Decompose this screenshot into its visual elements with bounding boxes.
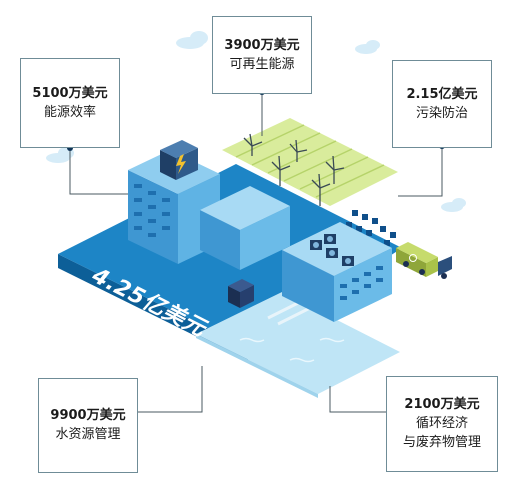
office-building-side <box>128 170 178 264</box>
callout-label: 可再生能源 <box>229 56 295 72</box>
wind-turbine-icon <box>289 139 308 162</box>
wind-turbine-icon <box>243 133 263 156</box>
cloud-icon <box>441 198 466 212</box>
pipes <box>267 300 311 326</box>
storage-cube-side <box>240 285 254 308</box>
callout-label: 污染防治 <box>415 105 468 121</box>
callout-circular-economy: 2100万美元 循环经济 与废弃物管理 <box>386 376 498 472</box>
callout-amount: 3900万美元 <box>224 37 300 53</box>
wind-turbine-icon <box>311 173 331 206</box>
water-pool <box>196 292 400 394</box>
lightning-icon <box>176 154 186 174</box>
factory-windows <box>340 266 383 300</box>
fan-units <box>310 234 354 266</box>
callout-amount: 2.15亿美元 <box>406 86 478 102</box>
cloud-icon <box>176 31 208 49</box>
callout-label-line2: 与废弃物管理 <box>402 435 481 450</box>
callout-water-management: 9900万美元 水资源管理 <box>38 378 138 473</box>
callout-amount: 5100万美元 <box>32 85 108 101</box>
mid-building-front <box>240 206 290 270</box>
callout-energy-efficiency: 5100万美元 能源效率 <box>20 58 120 148</box>
energy-box-top <box>160 140 198 158</box>
mid-building-roof <box>200 186 290 230</box>
recycling-truck-icon <box>396 242 452 279</box>
cloud-icon <box>355 40 380 54</box>
callout-amount: 9900万美元 <box>50 408 126 423</box>
callout-label-line1: 循环经济 <box>415 416 468 431</box>
water-waves <box>239 337 345 363</box>
factory-side <box>282 250 334 322</box>
storage-cube-front <box>228 286 240 308</box>
wind-turbine-icon <box>325 155 345 184</box>
renewable-field <box>222 118 398 206</box>
water-pool-edge <box>196 334 318 398</box>
field-rows <box>235 124 385 198</box>
callout-renewable-energy: 3900万美元 可再生能源 <box>212 16 312 94</box>
callout-label: 水资源管理 <box>55 427 121 442</box>
wind-turbine-icon <box>271 155 291 186</box>
energy-box-front <box>160 150 176 180</box>
callout-label: 能源效率 <box>43 104 96 120</box>
callout-amount: 2100万美元 <box>404 397 480 412</box>
callout-pollution-control: 2.15亿美元 污染防治 <box>392 60 492 148</box>
storage-cube-top <box>228 279 254 292</box>
office-windows <box>134 184 170 237</box>
connector-lines <box>69 92 443 413</box>
